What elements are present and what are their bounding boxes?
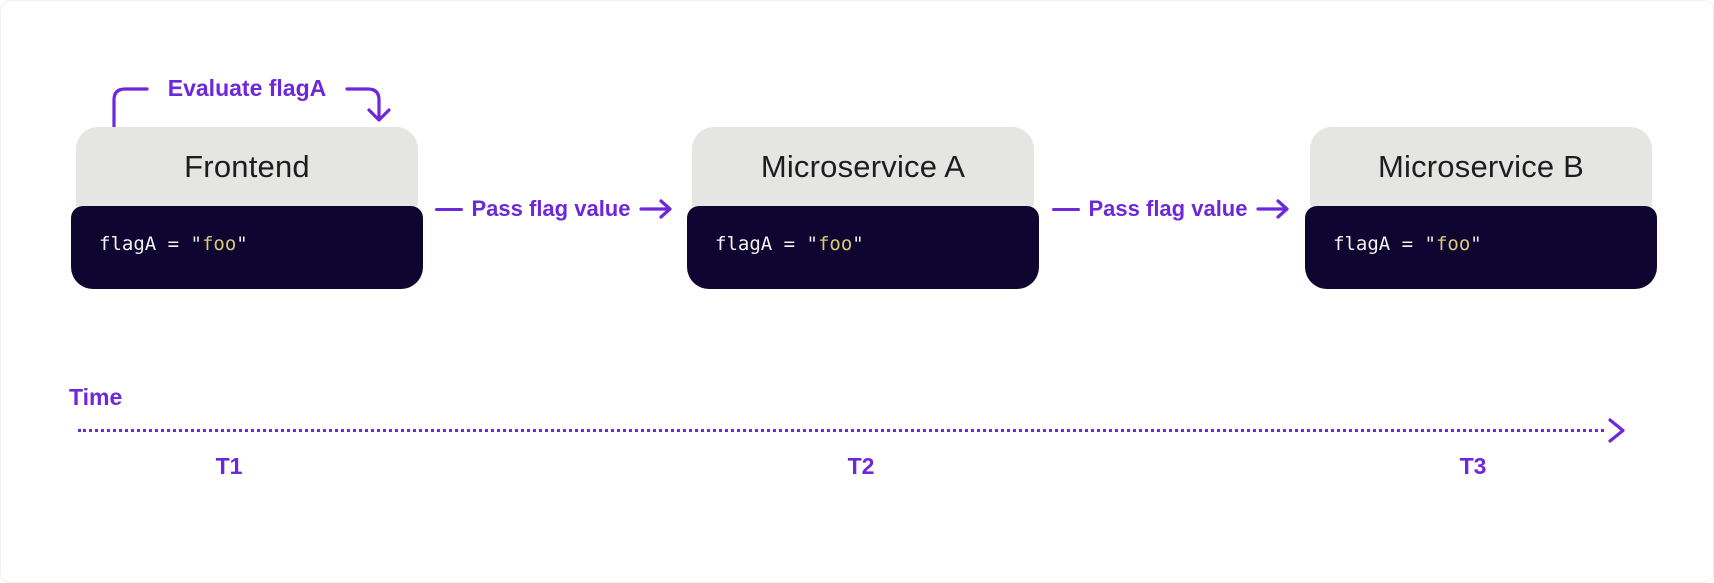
- code-block: flagA = "foo": [687, 206, 1039, 289]
- service-box-frontend: Frontend flagA = "foo": [71, 127, 423, 289]
- code-string-value: foo: [201, 232, 237, 255]
- code-open-quote: ": [1424, 232, 1436, 255]
- timeline-arrow-icon: [1608, 418, 1625, 443]
- flow-label: Pass flag value: [471, 196, 631, 221]
- right-arrow-icon: [639, 199, 673, 219]
- code-block: flagA = "foo": [1305, 206, 1657, 289]
- time-axis-dotted-line: [78, 429, 1604, 432]
- tick-t1: T1: [215, 453, 243, 479]
- code-lhs: flagA =: [1333, 232, 1425, 255]
- evaluate-annotation-label: Evaluate flagA: [167, 75, 327, 101]
- tick-t2: T2: [847, 453, 875, 479]
- flow-dash-line: [1051, 207, 1080, 211]
- code-open-quote: ": [190, 232, 202, 255]
- service-box-microservice-b: Microservice B flagA = "foo": [1305, 127, 1657, 289]
- code-string-value: foo: [817, 232, 853, 255]
- code-close-quote: ": [1470, 232, 1482, 255]
- right-arrow-icon: [1256, 199, 1290, 219]
- flow-pass-flag-1: Pass flag value: [423, 193, 687, 225]
- evaluate-down-arrow-icon: [367, 108, 391, 122]
- service-title: Microservice A: [760, 148, 966, 184]
- flow-dash-line: [434, 207, 463, 211]
- code-lhs: flagA =: [99, 232, 191, 255]
- time-axis-label: Time: [69, 384, 123, 410]
- code-lhs: flagA =: [715, 232, 807, 255]
- tick-t3: T3: [1459, 453, 1487, 479]
- evaluate-bracket-right-line: [345, 87, 381, 120]
- service-title: Microservice B: [1377, 148, 1585, 184]
- code-block: flagA = "foo": [71, 206, 423, 289]
- service-header: Frontend: [76, 127, 418, 206]
- service-header: Microservice B: [1310, 127, 1652, 206]
- service-header: Microservice A: [692, 127, 1034, 206]
- code-close-quote: ": [236, 232, 248, 255]
- flow-pass-flag-2: Pass flag value: [1039, 193, 1305, 225]
- flow-label: Pass flag value: [1088, 196, 1248, 221]
- code-string-value: foo: [1435, 232, 1471, 255]
- code-close-quote: ": [852, 232, 864, 255]
- code-open-quote: ": [806, 232, 818, 255]
- service-box-microservice-a: Microservice A flagA = "foo": [687, 127, 1039, 289]
- service-title: Frontend: [184, 148, 310, 184]
- evaluate-bracket-left-line: [112, 87, 149, 129]
